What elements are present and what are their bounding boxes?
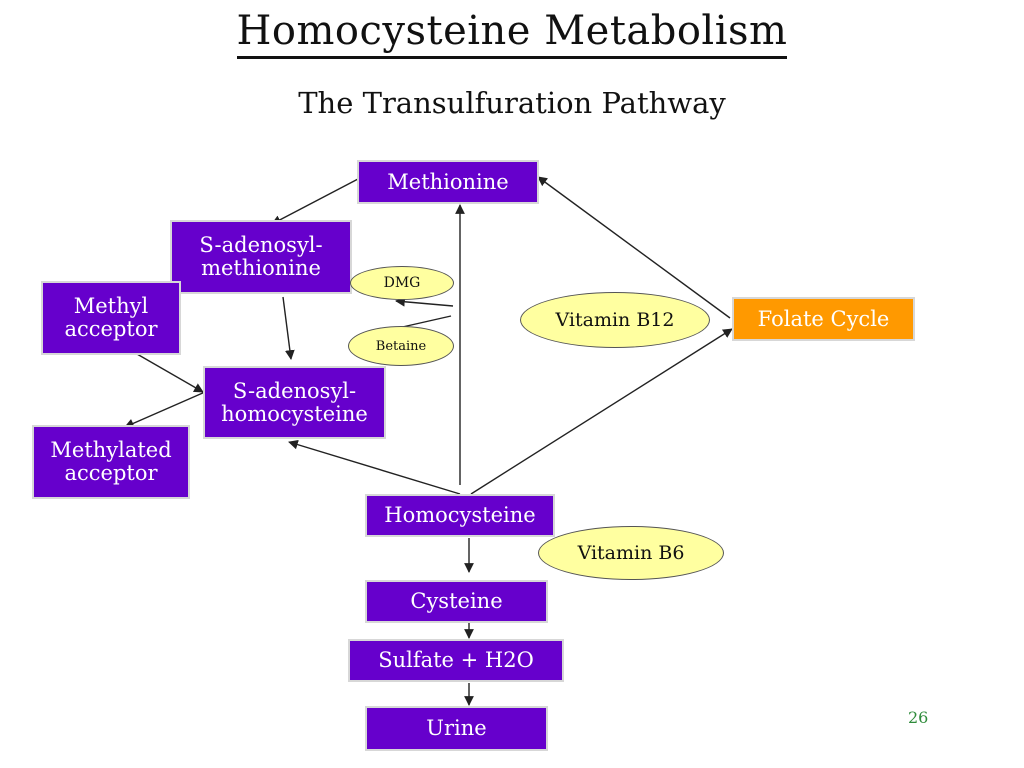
cofactor-betaine: Betaine (348, 326, 454, 366)
arrow-sam-to-sah (282, 296, 295, 360)
slide-title: Homocysteine Metabolism (0, 8, 1024, 59)
node-folate-cycle: Folate Cycle (732, 297, 915, 341)
arrow-sah-to-methylated-acceptor (124, 391, 206, 428)
node-methylated-acceptor: Methylated acceptor (32, 425, 190, 499)
node-s-adenosyl-methionine: S-adenosyl- methionine (170, 220, 352, 294)
cofactor-vitamin-b12: Vitamin B12 (520, 292, 710, 348)
arrow-methionine-to-sam (271, 178, 359, 225)
node-methionine: Methionine (357, 160, 539, 204)
node-sulfate-h2o: Sulfate + H2O (348, 639, 564, 682)
node-homocysteine: Homocysteine (365, 494, 555, 537)
arrow-methyl-acceptor-to-sah (136, 353, 204, 393)
arrow-to-dmg (395, 296, 454, 307)
arrow-homocysteine-to-folate (470, 328, 733, 495)
node-s-adenosyl-homocysteine: S-adenosyl- homocysteine (203, 366, 386, 439)
node-methyl-acceptor: Methyl acceptor (41, 281, 181, 355)
cofactor-vitamin-b6: Vitamin B6 (538, 526, 724, 580)
node-cysteine: Cysteine (365, 580, 548, 623)
arrow-homocysteine-to-sah (288, 439, 461, 495)
arrow-folate-to-methionine (537, 176, 731, 319)
node-urine: Urine (365, 706, 548, 751)
cofactor-dmg: DMG (350, 266, 454, 300)
page-number: 26 (908, 708, 929, 727)
slide-subtitle: The Transulfuration Pathway (298, 86, 726, 120)
